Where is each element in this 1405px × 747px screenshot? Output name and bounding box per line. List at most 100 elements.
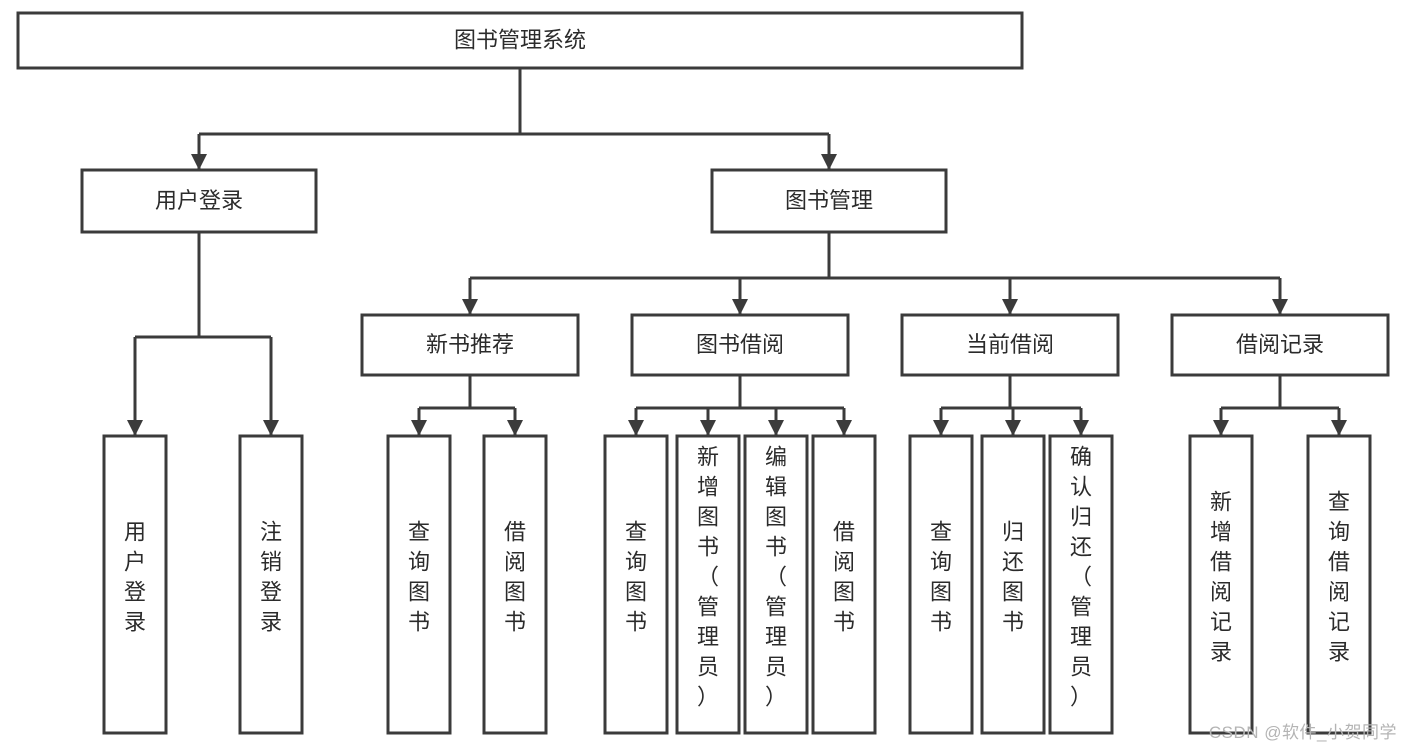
node-box[interactable] (675, 434, 741, 735)
node-leaf-records-query[interactable]: 查询借阅记录 (1306, 434, 1372, 735)
node-label-char: 登 (260, 580, 282, 605)
node-box[interactable] (603, 434, 669, 735)
node-records[interactable]: 借阅记录 (1170, 313, 1390, 377)
node-label-char: 管 (697, 595, 719, 620)
node-box[interactable] (482, 434, 548, 735)
node-label-char: 书 (765, 535, 787, 560)
node-label-char: 员 (765, 655, 787, 680)
node-label-char: 图 (1002, 580, 1024, 605)
node-label-char: 编 (765, 445, 787, 470)
node-leaf-borrow-add[interactable]: 新增图书（管理员） (675, 434, 741, 735)
node-label-char: 辑 (765, 475, 787, 500)
arrow-head-icon (507, 420, 523, 436)
node-bookmgmt[interactable]: 图书管理 (710, 168, 948, 234)
node-label-char: 阅 (504, 550, 526, 575)
node-label-char: 询 (1328, 520, 1350, 545)
node-label-char: 图 (504, 580, 526, 605)
node-leaf-newbook-borrow[interactable]: 借阅图书 (482, 434, 548, 735)
arrow-head-icon (1331, 420, 1347, 436)
node-leaf-borrow-edit[interactable]: 编辑图书（管理员） (743, 434, 809, 735)
node-box[interactable] (710, 168, 948, 234)
node-label: 查询图书 (930, 520, 952, 635)
node-leaf-current-confirm[interactable]: 确认归还（管理员） (1048, 434, 1114, 735)
arrow-head-icon (1213, 420, 1229, 436)
arrow-head-icon (263, 420, 279, 436)
node-label: 新增图书（管理员） (697, 445, 719, 710)
node-label: 归还图书 (1002, 520, 1024, 635)
node-label: 图书借阅 (696, 332, 784, 357)
node-label: 编辑图书（管理员） (765, 445, 787, 710)
node-label-char: 书 (504, 610, 526, 635)
node-label: 查询借阅记录 (1328, 490, 1350, 665)
node-box[interactable] (811, 434, 877, 735)
node-leaf-user-login[interactable]: 用户登录 (102, 434, 168, 735)
node-label-char: 图 (697, 505, 719, 530)
node-leaf-borrow-query[interactable]: 查询图书 (603, 434, 669, 735)
node-label-char: （ (765, 565, 787, 590)
node-login[interactable]: 用户登录 (80, 168, 318, 234)
node-box[interactable] (900, 313, 1120, 377)
node-label: 当前借阅 (966, 332, 1054, 357)
node-box[interactable] (360, 313, 580, 377)
node-label: 借阅记录 (1236, 332, 1324, 357)
node-box[interactable] (386, 434, 452, 735)
node-label: 借阅图书 (833, 520, 855, 635)
node-box[interactable] (1188, 434, 1254, 735)
node-box[interactable] (980, 434, 1046, 735)
node-label-char: （ (697, 565, 719, 590)
node-leaf-newbook-query[interactable]: 查询图书 (386, 434, 452, 735)
node-leaf-user-logout[interactable]: 注销登录 (238, 434, 304, 735)
arrow-head-icon (700, 420, 716, 436)
node-label-char: 理 (1070, 625, 1092, 650)
node-box[interactable] (1306, 434, 1372, 735)
node-box[interactable] (743, 434, 809, 735)
node-label-char: 借 (504, 520, 526, 545)
node-label-char: 书 (1002, 610, 1024, 635)
node-label-char: 员 (1070, 655, 1092, 680)
arrow-head-icon (191, 154, 207, 170)
node-box[interactable] (238, 434, 304, 735)
node-label-char: 询 (625, 550, 647, 575)
arrow-head-icon (1002, 299, 1018, 315)
node-label-char: 图 (930, 580, 952, 605)
node-label-char: 书 (408, 610, 430, 635)
node-label-char: 增 (1210, 520, 1232, 545)
node-current[interactable]: 当前借阅 (900, 313, 1120, 377)
node-box[interactable] (80, 168, 318, 234)
node-label-char: 书 (930, 610, 952, 635)
node-label-char: 确 (1070, 445, 1092, 470)
node-label-char: 书 (833, 610, 855, 635)
node-label-char: 管 (765, 595, 787, 620)
node-label-char: 查 (408, 520, 430, 545)
node-label-char: 录 (260, 610, 282, 635)
node-label-char: 户 (124, 550, 146, 575)
node-label-char: 图 (833, 580, 855, 605)
node-leaf-records-add[interactable]: 新增借阅记录 (1188, 434, 1254, 735)
node-label: 新增借阅记录 (1210, 490, 1232, 665)
node-label-char: 理 (765, 625, 787, 650)
arrow-head-icon (411, 420, 427, 436)
node-label-char: 书 (697, 535, 719, 560)
node-leaf-borrow-lend[interactable]: 借阅图书 (811, 434, 877, 735)
arrow-head-icon (127, 420, 143, 436)
node-label: 用户登录 (155, 188, 243, 213)
node-newbook[interactable]: 新书推荐 (360, 313, 580, 377)
node-label-char: 新 (1210, 490, 1232, 515)
node-box[interactable] (1048, 434, 1114, 735)
node-borrow[interactable]: 图书借阅 (630, 313, 850, 377)
node-box[interactable] (102, 434, 168, 735)
node-label-char: 还 (1070, 535, 1092, 560)
node-leaf-current-query[interactable]: 查询图书 (908, 434, 974, 735)
node-box[interactable] (16, 11, 1024, 70)
node-label-char: 记 (1210, 610, 1232, 635)
node-leaf-current-return[interactable]: 归还图书 (980, 434, 1046, 735)
node-label-char: 归 (1002, 520, 1024, 545)
node-root[interactable]: 图书管理系统 (16, 11, 1024, 70)
node-box[interactable] (908, 434, 974, 735)
node-box[interactable] (630, 313, 850, 377)
node-label-char: 增 (697, 475, 719, 500)
node-box[interactable] (1170, 313, 1390, 377)
node-label-char: 销 (260, 550, 282, 575)
node-label-char: 借 (1328, 550, 1350, 575)
